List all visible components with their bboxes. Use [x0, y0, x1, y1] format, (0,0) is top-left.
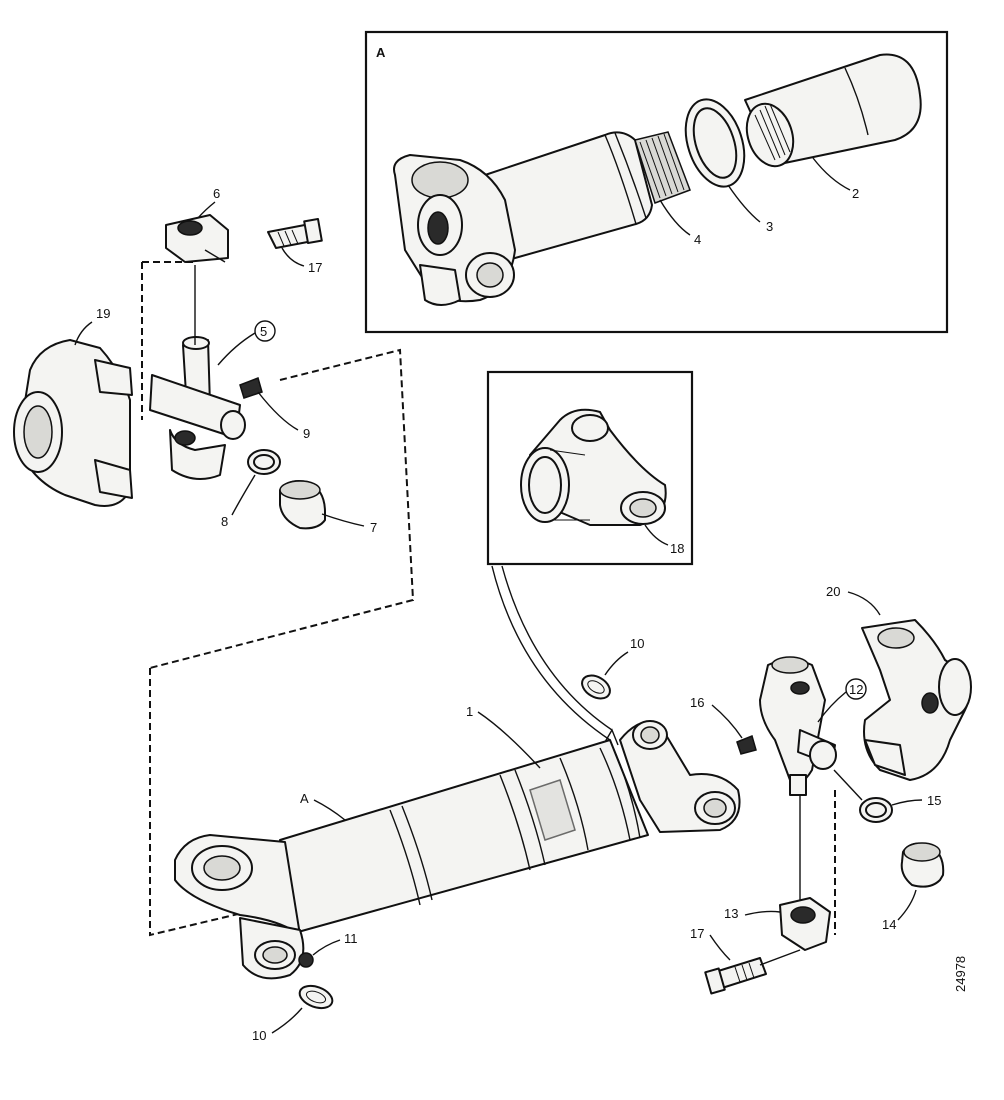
inset-a: A [364, 30, 949, 334]
companion-flange-20 [861, 619, 972, 781]
grease-nipple-9 [239, 377, 263, 399]
seal-ring [684, 98, 746, 188]
figure-id: 24978 [953, 956, 968, 992]
circlip-10-lower [298, 984, 334, 1010]
shaft-a-label: A [300, 791, 309, 806]
spline-stub [634, 131, 691, 204]
callout-9: 9 [303, 426, 310, 441]
slip-yoke-sleeve [393, 131, 653, 306]
clamp-13 [779, 897, 831, 951]
callout-11: 11 [344, 931, 358, 946]
inset-18: 18 [486, 370, 694, 746]
callout-17-upper: 17 [308, 260, 322, 275]
callout-6: 6 [213, 186, 220, 201]
propeller-shaft-1 [174, 720, 741, 980]
grease-nipple-11 [298, 952, 314, 968]
circlip-10-upper [581, 674, 611, 700]
upper-left-assembly: 19 6 17 5 [13, 186, 415, 669]
callout-1: 1 [466, 704, 473, 719]
callout-17-lower: 17 [690, 926, 704, 941]
grease-nipple-16 [736, 734, 757, 755]
bearing-cup-14 [900, 842, 945, 888]
callout-12-circle [845, 678, 867, 700]
callout-20: 20 [826, 584, 840, 599]
callout-12: 12 [849, 682, 863, 697]
callout-10-lower: 10 [252, 1028, 266, 1043]
callout-3: 3 [766, 219, 773, 234]
seal-15 [859, 797, 893, 823]
callout-8: 8 [221, 514, 228, 529]
callout-5-circle [254, 320, 276, 342]
callout-19: 19 [96, 306, 110, 321]
spider-12 [759, 656, 837, 796]
inset-a-frame [364, 30, 949, 334]
callout-4: 4 [694, 232, 701, 247]
callout-2: 2 [852, 186, 859, 201]
callout-10-upper: 10 [630, 636, 644, 651]
callout-15: 15 [927, 793, 941, 808]
clamp-6 [165, 214, 229, 263]
callout-5: 5 [260, 324, 267, 339]
bearing-cup-7 [279, 480, 326, 530]
seal-8 [247, 449, 281, 475]
lower-right-assembly: 20 12 16 15 [690, 584, 972, 995]
sleeve-tube [744, 53, 922, 168]
main-shaft-assembly: A 1 10 10 11 [149, 636, 741, 1043]
bolt-17-upper [267, 217, 323, 249]
inset-18-frame [486, 370, 694, 566]
callout-13: 13 [724, 906, 738, 921]
callout-18: 18 [670, 541, 684, 556]
callout-14: 14 [882, 917, 896, 932]
inset-a-label: A [376, 45, 386, 60]
bolt-17-lower [704, 957, 767, 995]
flange-yoke-18 [520, 408, 667, 526]
callout-7: 7 [370, 520, 377, 535]
callout-16: 16 [690, 695, 704, 710]
companion-flange-19 [13, 339, 133, 507]
spider-5 [149, 336, 246, 480]
